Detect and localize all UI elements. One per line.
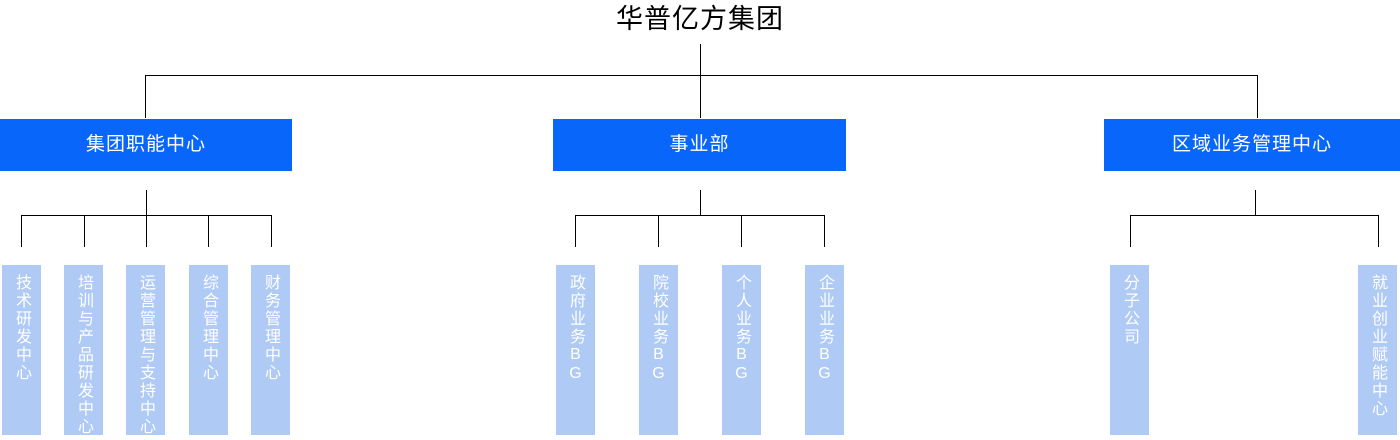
org-root-title: 华普亿方集团 — [616, 4, 784, 34]
connector-drop-finance-mgmt-center — [271, 215, 272, 247]
dept-label-business-division: 事业部 — [669, 134, 730, 155]
connector-level2-bus — [145, 75, 1257, 76]
connector-drop-dept-2 — [700, 75, 701, 118]
leaf-box-employment-entrepreneurship-center[interactable]: 就业创业赋能中心 — [1358, 265, 1397, 435]
connector-drop-enterprise-business-bg — [824, 215, 825, 247]
connector-stem-regional-business-mgmt-center — [1255, 190, 1256, 216]
connector-drop-general-mgmt-center — [208, 215, 209, 247]
leaf-box-enterprise-business-bg[interactable]: 企业业务BG — [805, 265, 844, 435]
leaf-box-government-business-bg[interactable]: 政府业务BG — [556, 265, 595, 435]
leaf-box-personal-business-bg[interactable]: 个人业务BG — [722, 265, 761, 435]
connector-root-stem — [700, 44, 701, 75]
leaf-label-general-mgmt-center: 综合管理中心 — [200, 274, 217, 382]
leaf-label-employment-entrepreneurship-center: 就业创业赋能中心 — [1369, 274, 1386, 418]
connector-drop-dept-3 — [1257, 75, 1258, 118]
leaf-label-subsidiary-companies: 分子公司 — [1121, 274, 1138, 346]
connector-drop-personal-business-bg — [741, 215, 742, 247]
connector-drop-tech-rd-center — [21, 215, 22, 247]
connector-bus-regional-business-mgmt-center — [1130, 215, 1378, 216]
leaf-box-finance-mgmt-center[interactable]: 财务管理中心 — [251, 265, 290, 435]
leaf-box-academy-business-bg[interactable]: 院校业务BG — [639, 265, 678, 435]
leaf-box-subsidiary-companies[interactable]: 分子公司 — [1110, 265, 1149, 435]
leaf-box-general-mgmt-center[interactable]: 综合管理中心 — [189, 265, 228, 435]
connector-drop-academy-business-bg — [658, 215, 659, 247]
leaf-label-tech-rd-center: 技术研发中心 — [13, 274, 30, 382]
connector-bus-business-division — [575, 215, 825, 216]
leaf-box-tech-rd-center[interactable]: 技术研发中心 — [2, 265, 41, 435]
connector-drop-dept-1 — [145, 75, 146, 118]
dept-label-regional-business-mgmt-center: 区域业务管理中心 — [1171, 134, 1332, 155]
leaf-label-enterprise-business-bg: 企业业务BG — [816, 274, 833, 384]
leaf-label-finance-mgmt-center: 财务管理中心 — [262, 274, 279, 382]
connector-stem-group-function-center — [146, 190, 147, 216]
leaf-label-government-business-bg: 政府业务BG — [567, 274, 584, 384]
leaf-box-operation-mgmt-support-center[interactable]: 运营管理与支持中心 — [126, 265, 165, 436]
leaf-label-operation-mgmt-support-center: 运营管理与支持中心 — [137, 274, 154, 436]
leaf-box-training-product-rd-center[interactable]: 培训与产品研发中心 — [64, 265, 103, 436]
connector-drop-operation-mgmt-support-center — [146, 215, 147, 247]
dept-box-business-division[interactable]: 事业部 — [553, 119, 846, 171]
connector-drop-employment-entrepreneurship-center — [1378, 215, 1379, 247]
connector-drop-government-business-bg — [575, 215, 576, 247]
connector-drop-subsidiary-companies — [1130, 215, 1131, 247]
leaf-label-academy-business-bg: 院校业务BG — [650, 274, 667, 384]
connector-stem-business-division — [700, 190, 701, 216]
connector-drop-training-product-rd-center — [84, 215, 85, 247]
dept-box-regional-business-mgmt-center[interactable]: 区域业务管理中心 — [1104, 119, 1400, 171]
leaf-label-personal-business-bg: 个人业务BG — [733, 274, 750, 384]
dept-label-group-function-center: 集团职能中心 — [85, 134, 206, 155]
leaf-label-training-product-rd-center: 培训与产品研发中心 — [75, 274, 92, 436]
dept-box-group-function-center[interactable]: 集团职能中心 — [0, 119, 292, 171]
